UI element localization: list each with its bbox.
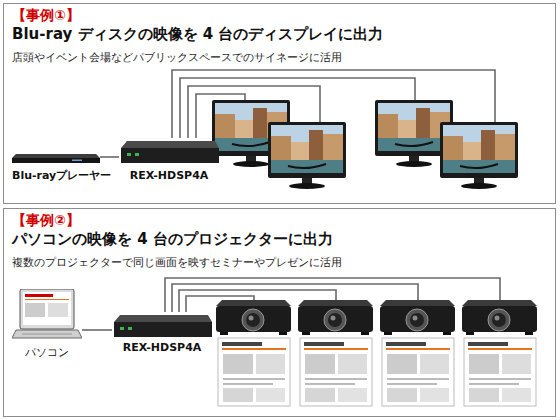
- projection-screen: [300, 338, 372, 406]
- case-title: Blu-ray ディスクの映像を 4 台のディスプレイに出力: [12, 25, 383, 44]
- projector: [462, 300, 537, 335]
- projection-screen: [382, 338, 454, 406]
- splitter-device-graphic: [114, 322, 212, 337]
- laptop-pc-graphic: [25, 299, 69, 300]
- splitter-device-graphic: [135, 153, 139, 156]
- display: [440, 122, 518, 189]
- laptop-pc-graphic: [12, 330, 82, 338]
- splitter-device: REX-HDSP4A: [112, 313, 212, 357]
- splitter-device-graphic: [114, 315, 212, 322]
- splitter-device-graphic: [119, 139, 219, 169]
- device-label: Blu-rayプレーヤー: [12, 168, 100, 183]
- projection-screen: [464, 338, 536, 406]
- splitter-device-graphic: [112, 313, 212, 343]
- laptop-pc-graphic: [25, 303, 45, 317]
- device-label: REX-HDSP4A: [119, 169, 219, 182]
- video-cable: [82, 329, 112, 331]
- laptop-pc-graphic: [48, 303, 68, 317]
- bluray-player: Blu-rayプレーヤー: [12, 150, 100, 184]
- bluray-player-graphic: [12, 150, 100, 166]
- bluray-player-graphic: [12, 158, 100, 163]
- case-subtitle: 店頭やイベント会場などパブリックスペースでのサイネージに活用: [12, 50, 342, 65]
- laptop-pc-graphic: [25, 294, 53, 297]
- laptop-pc-graphic: [12, 289, 82, 345]
- laptop-pc-graphic: [23, 292, 71, 325]
- case-title: パソコンの映像を 4 台のプロジェクターに出力: [12, 230, 333, 249]
- projector: [380, 300, 455, 335]
- case-header: 【事例②】: [12, 212, 80, 230]
- display: [268, 122, 346, 189]
- case-panel: 【事例①】Blu-ray ディスクの映像を 4 台のディスプレイに出力店頭やイベ…: [3, 3, 556, 204]
- bluray-player-graphic: [12, 150, 100, 170]
- splitter-device-graphic: [121, 148, 219, 163]
- bluray-player-graphic: [12, 154, 100, 158]
- case-header: 【事例①】: [12, 7, 80, 25]
- case-subtitle: 複数のプロジェクターで同じ画面を映すセミナーやプレゼンに活用: [12, 255, 342, 270]
- laptop-pc-graphic: [12, 289, 82, 341]
- video-cable: [100, 156, 119, 158]
- splitter-device-graphic: [120, 327, 124, 330]
- splitter-device-graphic: [127, 153, 131, 156]
- projection-screen: [218, 338, 290, 406]
- splitter-device-graphic: [121, 141, 219, 148]
- projector: [216, 300, 291, 335]
- case-panel: 【事例②】パソコンの映像を 4 台のプロジェクターに出力複数のプロジェクターで同…: [3, 208, 556, 417]
- laptop-pc-graphic: [20, 289, 74, 329]
- device-label: パソコン: [12, 345, 82, 360]
- splitter-device-graphic: [119, 139, 219, 165]
- splitter-device: REX-HDSP4A: [119, 139, 219, 185]
- laptop-pc-graphic: [22, 334, 72, 335]
- projector: [298, 300, 373, 335]
- bluray-player-graphic: [72, 160, 82, 162]
- splitter-device-graphic: [112, 313, 212, 339]
- laptop-pc: パソコン: [12, 289, 82, 359]
- splitter-device-graphic: [128, 327, 132, 330]
- device-label: REX-HDSP4A: [112, 341, 212, 354]
